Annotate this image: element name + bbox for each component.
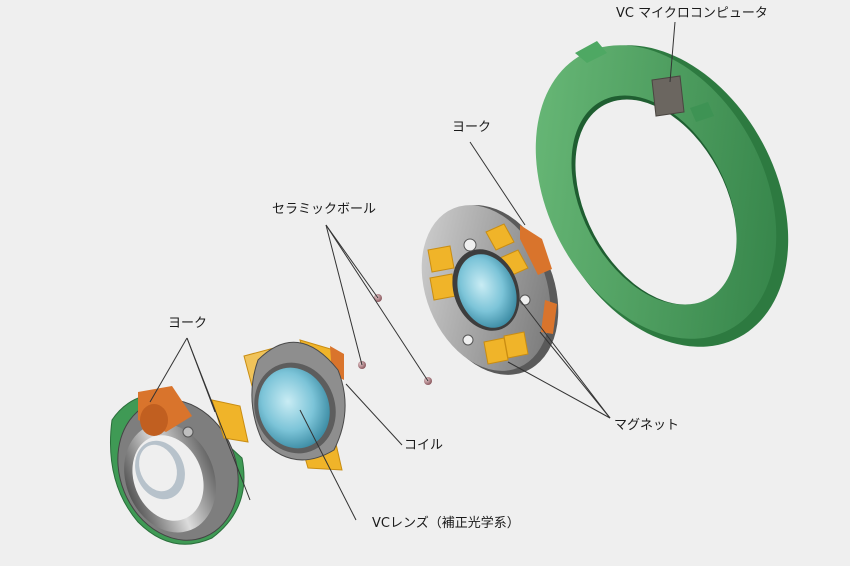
leader-yoke-left-3 xyxy=(186,337,251,501)
leader-yoke-left-1 xyxy=(149,337,188,403)
leader-vc-microcomputer xyxy=(669,21,676,83)
label-yoke-top: ヨーク xyxy=(452,120,492,135)
leader-vc-lens xyxy=(299,409,357,521)
label-vc-microcomputer: VC マイクロコンピュータ xyxy=(616,6,768,21)
leader-ceramic-3 xyxy=(325,224,429,382)
leader-coil xyxy=(345,383,403,446)
leader-yoke-top xyxy=(469,141,526,226)
label-vc-lens: VCレンズ（補正光学系） xyxy=(372,516,520,531)
leader-magnet-3 xyxy=(507,361,611,419)
label-yoke-left: ヨーク xyxy=(168,316,208,331)
label-ceramic-ball: セラミックボール xyxy=(272,202,377,217)
vc-lens-assembly xyxy=(243,339,346,471)
pcb-ring xyxy=(535,41,789,347)
leader-magnet-1 xyxy=(519,299,611,419)
leader-ceramic-1 xyxy=(325,224,379,299)
leader-lines xyxy=(149,21,676,521)
label-magnet: マグネット xyxy=(614,418,680,433)
microcomputer-chip xyxy=(651,75,685,117)
magnet-yoke-assembly xyxy=(421,205,559,375)
leader-ceramic-2 xyxy=(325,224,363,366)
leader-magnet-2 xyxy=(539,331,611,419)
base-assembly xyxy=(109,386,249,545)
label-coil: コイル xyxy=(404,438,444,453)
